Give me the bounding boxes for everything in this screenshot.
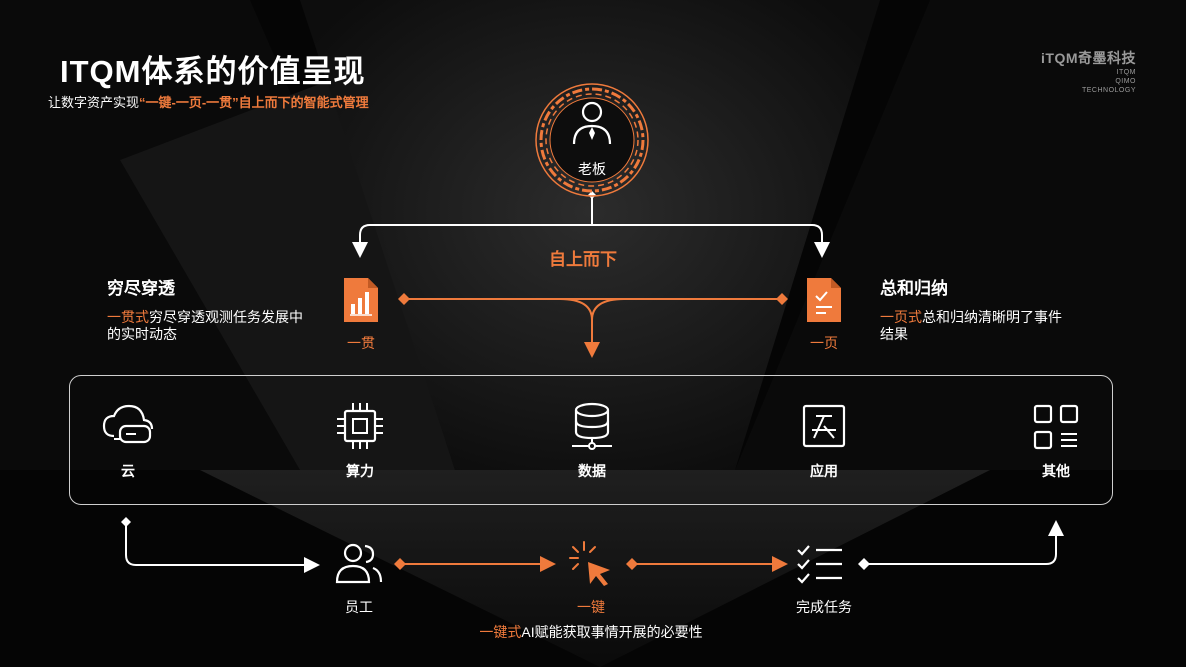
cursor-click-icon [569, 541, 610, 586]
bottom-caption-text: AI赋能获取事情开展的必要性 [521, 624, 703, 640]
page-title: ITQM体系的价值呈现 [60, 54, 366, 89]
company-logo: iTQM奇墨科技 ITQM QIMO TECHNOLOGY [1041, 48, 1136, 95]
subtitle-highlight: “一键-一页-一贯”自上而下的智能式管理 [139, 95, 369, 110]
platform-label-app: 应用 [810, 463, 838, 479]
left-icon-label: 一贯 [347, 335, 375, 351]
left-wing-edge [120, 80, 455, 470]
funnel-shape [300, 0, 880, 470]
left-panel-desc: 一贯式穷尽穿透观测任务发展中的实时动态 [107, 309, 307, 343]
right-panel-title: 总和归纳 [880, 279, 948, 298]
logo-line-3: TECHNOLOGY [1081, 87, 1136, 94]
report-chart-icon [344, 278, 378, 322]
left-panel-title: 穷尽穿透 [107, 279, 175, 298]
top-down-label: 自上而下 [549, 250, 617, 269]
left-panel-desc-text: 穷尽穿透观测任务发展中的实时动态 [107, 309, 303, 342]
boss-person-icon [572, 101, 612, 145]
right-icon-label: 一页 [810, 335, 838, 351]
cloud-icon [102, 404, 154, 444]
task-checklist-icon [797, 545, 842, 584]
platform-item-compute: 算力 [335, 402, 385, 481]
database-icon [572, 402, 612, 450]
left-panel-highlight: 一贯式 [107, 309, 149, 325]
staff-label: 员工 [345, 599, 373, 615]
platform-label-other: 其他 [1042, 463, 1070, 479]
platform-label-compute: 算力 [346, 463, 374, 479]
right-wing-shape [735, 0, 1186, 470]
bottom-caption: 一键式AI赋能获取事情开展的必要性 [479, 622, 702, 642]
logo-line-1: ITQM [1116, 69, 1136, 76]
right-panel-desc-text: 总和归纳清晰明了事件结果 [880, 309, 1062, 342]
platform-label-cloud: 云 [121, 463, 135, 479]
right-panel-desc: 一页式总和归纳清晰明了事件结果 [880, 309, 1070, 343]
grid-icon [1033, 404, 1079, 450]
platform-item-data: 数据 [570, 402, 614, 481]
logo-main-text: iTQM奇墨科技 [1041, 50, 1136, 66]
one-click-label: 一键 [577, 599, 605, 615]
page-subtitle: 让数字资产实现“一键-一页-一贯”自上而下的智能式管理 [48, 92, 369, 111]
platform-item-other: 其他 [1033, 404, 1079, 481]
task-done-label: 完成任务 [796, 599, 852, 615]
report-page-icon [807, 278, 841, 322]
staff-icon [335, 543, 383, 584]
chip-icon [337, 403, 383, 449]
platform-box: 云 算力 数据 [69, 375, 1113, 505]
app-icon [802, 404, 846, 448]
platform-item-app: 应用 [802, 404, 846, 481]
right-panel-highlight: 一页式 [880, 309, 922, 325]
logo-line-2: QIMO [1115, 78, 1136, 85]
subtitle-prefix: 让数字资产实现 [48, 95, 140, 110]
platform-label-data: 数据 [578, 463, 606, 479]
bottom-caption-highlight: 一键式 [479, 624, 522, 640]
platform-item-cloud: 云 [102, 404, 154, 481]
boss-label: 老板 [578, 161, 606, 177]
